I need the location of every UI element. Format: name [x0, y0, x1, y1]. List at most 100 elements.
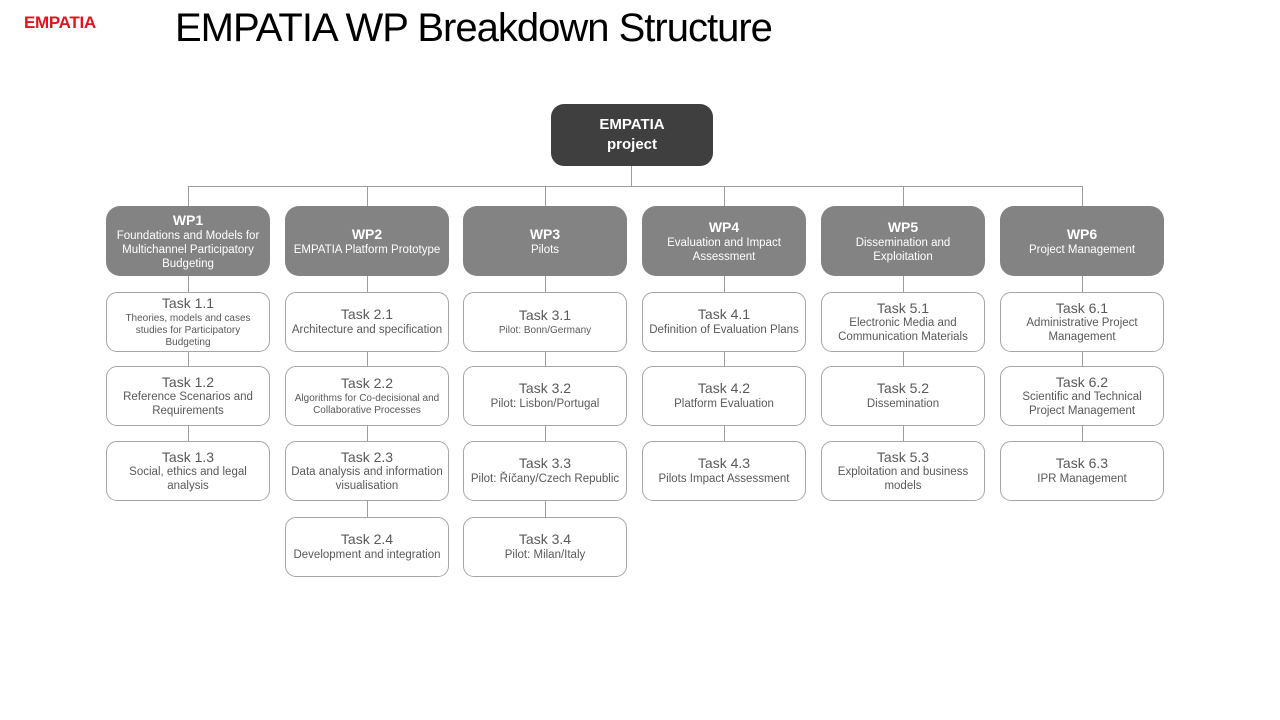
task-6-1-desc: Administrative Project Management: [1026, 317, 1138, 343]
wp5-id: WP5: [887, 218, 919, 235]
task-3-2-node: Task 3.2 Pilot: Lisbon/Portugal: [463, 366, 627, 426]
connector: [188, 276, 189, 292]
wp5-name: Dissemination and Exploitation: [855, 237, 951, 264]
task-5-2-desc: Dissemination: [866, 397, 940, 410]
task-3-1-node: Task 3.1 Pilot: Bonn/Germany: [463, 292, 627, 352]
connector-root-stub: [631, 166, 632, 186]
task-2-3-desc: Data analysis and information visualisat…: [291, 466, 443, 492]
connector: [545, 352, 546, 366]
task-4-1-id: Task 4.1: [697, 306, 751, 323]
page-title: EMPATIA WP Breakdown Structure: [175, 6, 773, 50]
task-4-3-desc: Pilots Impact Assessment: [658, 472, 790, 485]
connector: [188, 352, 189, 366]
task-1-1-id: Task 1.1: [161, 295, 215, 312]
wp3-id: WP3: [529, 225, 561, 242]
connector: [1082, 186, 1083, 206]
connector: [545, 276, 546, 292]
task-6-1-node: Task 6.1 Administrative Project Manageme…: [1000, 292, 1164, 352]
task-3-2-id: Task 3.2: [518, 380, 572, 397]
wp1-id: WP1: [172, 211, 204, 228]
task-1-2-id: Task 1.2: [161, 373, 215, 390]
task-3-3-node: Task 3.3 Pilot: Říčany/Czech Republic: [463, 441, 627, 501]
task-1-3-id: Task 1.3: [161, 448, 215, 465]
connector: [1082, 352, 1083, 366]
wp4-name: Evaluation and Impact Assessment: [667, 237, 781, 264]
task-4-1-node: Task 4.1 Definition of Evaluation Plans: [642, 292, 806, 352]
root-node-empatia-project: EMPATIA project: [551, 104, 713, 166]
task-2-1-desc: Architecture and specification: [291, 323, 443, 336]
task-3-1-desc: Pilot: Bonn/Germany: [498, 324, 592, 336]
task-5-1-desc: Electronic Media and Communication Mater…: [838, 317, 968, 343]
connector: [724, 426, 725, 441]
root-line1: EMPATIA: [599, 115, 665, 133]
task-3-4-node: Task 3.4 Pilot: Milan/Italy: [463, 517, 627, 577]
task-6-3-node: Task 6.3 IPR Management: [1000, 441, 1164, 501]
task-3-4-desc: Pilot: Milan/Italy: [504, 548, 586, 561]
task-4-2-node: Task 4.2 Platform Evaluation: [642, 366, 806, 426]
task-6-2-node: Task 6.2 Scientific and Technical Projec…: [1000, 366, 1164, 426]
task-2-3-id: Task 2.3: [340, 448, 394, 465]
task-2-1-id: Task 2.1: [340, 306, 394, 323]
connector: [724, 186, 725, 206]
task-6-2-desc: Scientific and Technical Project Managem…: [1022, 391, 1142, 417]
task-6-2-id: Task 6.2: [1055, 373, 1109, 390]
task-6-3-desc: IPR Management: [1037, 472, 1127, 485]
connector: [367, 186, 368, 206]
connector: [903, 276, 904, 292]
task-3-1-id: Task 3.1: [518, 307, 572, 324]
task-6-1-id: Task 6.1: [1055, 299, 1109, 316]
task-2-3-node: Task 2.3 Data analysis and information v…: [285, 441, 449, 501]
wp3-name: Pilots: [530, 244, 560, 257]
task-3-2-desc: Pilot: Lisbon/Portugal: [490, 397, 600, 410]
task-2-2-id: Task 2.2: [340, 375, 394, 392]
wp3-node: WP3 Pilots: [463, 206, 627, 276]
connector: [545, 426, 546, 441]
wp1-node: WP1 Foundations and Models for Multichan…: [106, 206, 270, 276]
connector-horizontal: [188, 186, 1083, 187]
task-4-2-desc: Platform Evaluation: [674, 397, 774, 410]
task-1-3-desc: Social, ethics and legal analysis: [129, 466, 247, 492]
task-3-4-id: Task 3.4: [518, 531, 572, 548]
connector: [1082, 276, 1083, 292]
wp6-node: WP6 Project Management: [1000, 206, 1164, 276]
connector: [903, 352, 904, 366]
task-2-2-node: Task 2.2 Algorithms for Co-decisional an…: [285, 366, 449, 426]
connector: [188, 426, 189, 441]
task-3-3-id: Task 3.3: [518, 455, 572, 472]
wp6-id: WP6: [1066, 225, 1098, 242]
wp1-name: Foundations and Models for Multichannel …: [116, 230, 260, 271]
task-2-1-node: Task 2.1 Architecture and specification: [285, 292, 449, 352]
task-5-2-node: Task 5.2 Dissemination: [821, 366, 985, 426]
connector: [724, 276, 725, 292]
connector: [1082, 426, 1083, 441]
connector: [545, 501, 546, 517]
task-5-3-node: Task 5.3 Exploitation and business model…: [821, 441, 985, 501]
task-4-1-desc: Definition of Evaluation Plans: [649, 323, 799, 336]
connector: [724, 352, 725, 366]
task-4-3-node: Task 4.3 Pilots Impact Assessment: [642, 441, 806, 501]
empatia-logo: EMPATIA: [24, 13, 96, 32]
task-1-1-node: Task 1.1 Theories, models and cases stud…: [106, 292, 270, 352]
task-1-3-node: Task 1.3 Social, ethics and legal analys…: [106, 441, 270, 501]
task-5-1-node: Task 5.1 Electronic Media and Communicat…: [821, 292, 985, 352]
connector: [367, 276, 368, 292]
task-2-4-desc: Development and integration: [293, 548, 441, 561]
root-line2: project: [606, 136, 657, 153]
task-5-3-desc: Exploitation and business models: [837, 466, 969, 492]
connector: [367, 352, 368, 366]
task-2-4-node: Task 2.4 Development and integration: [285, 517, 449, 577]
connector: [903, 426, 904, 441]
task-2-4-id: Task 2.4: [340, 531, 394, 548]
connector: [188, 186, 189, 206]
wp2-id: WP2: [351, 225, 383, 242]
wp5-node: WP5 Dissemination and Exploitation: [821, 206, 985, 276]
connector: [367, 426, 368, 441]
task-1-2-node: Task 1.2 Reference Scenarios and Require…: [106, 366, 270, 426]
wp6-name: Project Management: [1028, 244, 1136, 257]
wp2-name: EMPATIA Platform Prototype: [293, 244, 441, 257]
task-4-2-id: Task 4.2: [697, 380, 751, 397]
connector: [545, 186, 546, 206]
wp2-node: WP2 EMPATIA Platform Prototype: [285, 206, 449, 276]
task-2-2-desc: Algorithms for Co-decisional and Collabo…: [294, 392, 440, 416]
